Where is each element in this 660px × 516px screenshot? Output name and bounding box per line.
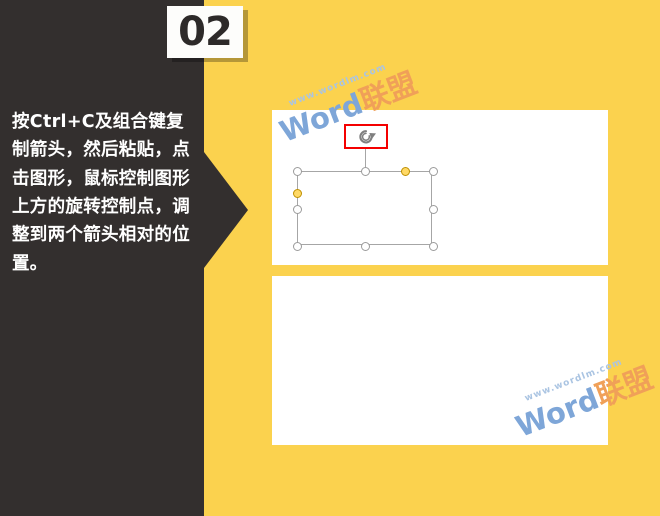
rotate-handle-highlight[interactable]	[344, 124, 388, 149]
step-number: 02	[178, 9, 233, 55]
selection-handle-top-center[interactable]	[361, 167, 370, 176]
rotate-handle-stem	[365, 148, 366, 172]
selection-handle-top-left[interactable]	[293, 167, 302, 176]
rotate-icon[interactable]	[355, 128, 377, 146]
selection-handle-middle-left[interactable]	[293, 205, 302, 214]
selection-handle-bottom-right[interactable]	[429, 242, 438, 251]
watermark-url-top: www.wordlm.com	[287, 62, 389, 109]
instruction-text: 按Ctrl+C及组合键复制箭头，然后粘贴，点击图形，鼠标控制图形上方的旋转控制点…	[12, 112, 190, 274]
shape-adjust-handle-tail[interactable]	[293, 189, 302, 198]
dark-panel-chevron	[204, 152, 248, 268]
selection-handle-bottom-left[interactable]	[293, 242, 302, 251]
selection-handle-top-right[interactable]	[429, 167, 438, 176]
selection-handle-middle-right[interactable]	[429, 205, 438, 214]
shape-selection-box[interactable]	[293, 167, 438, 251]
left-dark-panel	[0, 0, 204, 516]
shape-adjust-handle-head[interactable]	[401, 167, 410, 176]
screenshot-panel-top	[272, 110, 608, 265]
step-badge: 02	[167, 6, 243, 58]
selection-handle-bottom-center[interactable]	[361, 242, 370, 251]
screenshot-panel-bottom	[272, 276, 608, 445]
